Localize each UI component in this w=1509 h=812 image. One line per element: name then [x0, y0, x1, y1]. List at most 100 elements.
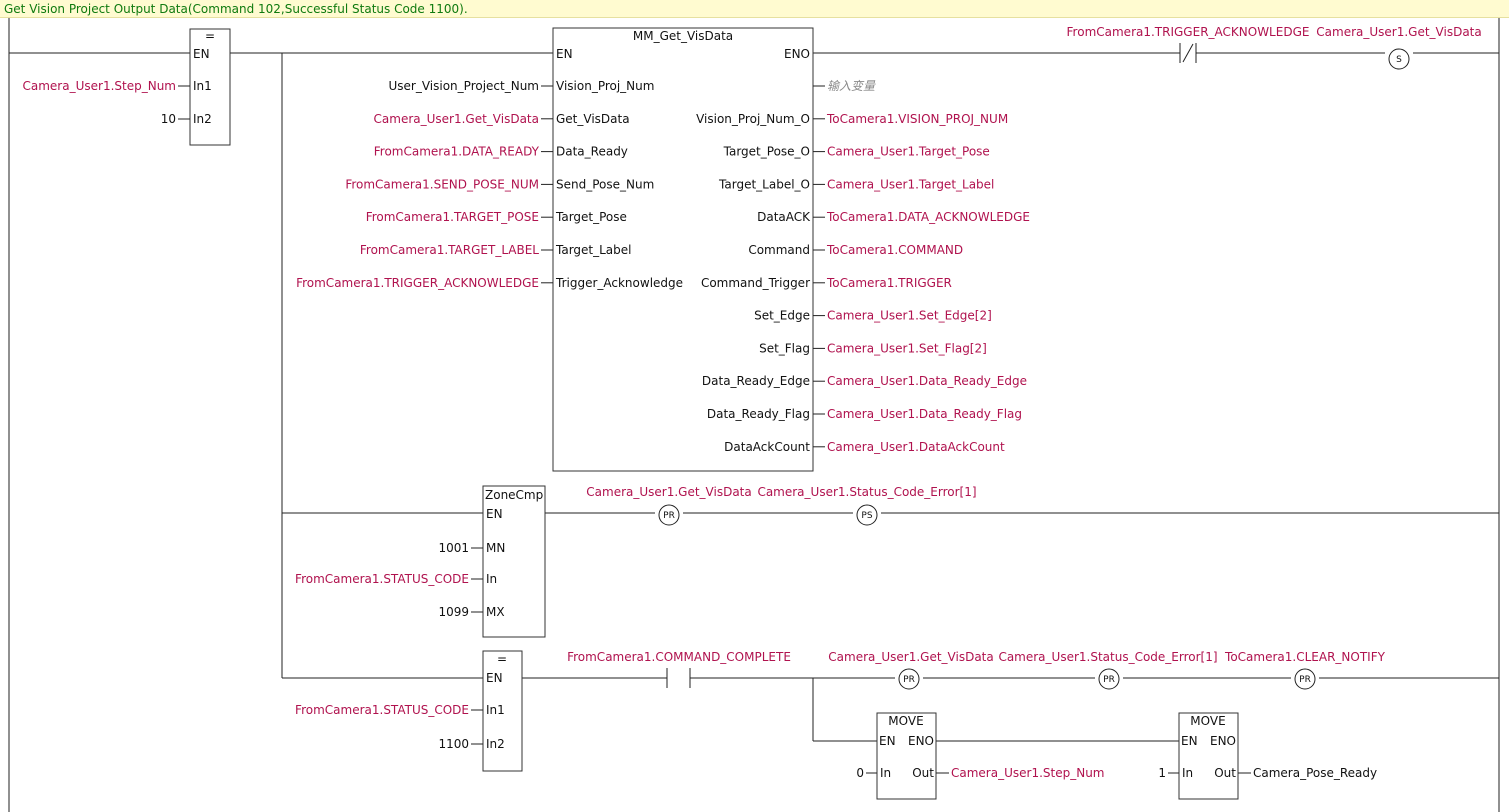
- contact-trigger-ack-label: FromCamera1.TRIGGER_ACKNOWLEDGE: [1067, 25, 1310, 39]
- set-coil-status-error[interactable]: PS: [856, 504, 878, 526]
- fb-output-pin: Target_Label_O: [718, 177, 810, 191]
- fb-output-pin: DataACK: [757, 210, 811, 224]
- fb-output-var[interactable]: ToCamera1.VISION_PROJ_NUM: [826, 112, 1008, 126]
- eq1-pin-en: EN: [193, 47, 210, 61]
- move1-pin-out: Out: [912, 766, 934, 780]
- eq2-coil-c[interactable]: PR: [1294, 668, 1316, 690]
- eq2-coil-b-circle: [1098, 668, 1120, 690]
- move2-pin-en: EN: [1181, 734, 1198, 748]
- contact-slash: [1182, 43, 1194, 63]
- fb-input-var[interactable]: Camera_User1.Get_VisData: [374, 112, 539, 126]
- fb-output-var[interactable]: Camera_User1.Target_Label: [827, 177, 994, 191]
- fb-output-pin: Data_Ready_Flag: [707, 407, 810, 421]
- move1-block[interactable]: MOVE EN ENO In Out: [876, 712, 937, 800]
- move2-pin-in: In: [1182, 766, 1193, 780]
- eq2-block[interactable]: = EN In1 In2: [482, 650, 523, 772]
- eq1-box: [189, 28, 231, 146]
- zonecmp-block[interactable]: ZoneCmp EN MN In MX: [482, 485, 546, 638]
- move2-out-var[interactable]: Camera_Pose_Ready: [1253, 766, 1377, 780]
- fb-input-pin: Get_VisData: [556, 112, 630, 126]
- eq2-coil-b[interactable]: PR: [1098, 668, 1120, 690]
- fb-output-pin: Target_Pose_O: [723, 145, 810, 159]
- fb-pin-eno: ENO: [784, 47, 810, 61]
- fb-output-pin: Vision_Proj_Num_O: [696, 112, 810, 126]
- zonecmp-mn-var[interactable]: 1001: [438, 541, 469, 555]
- no-contact-label: FromCamera1.COMMAND_COMPLETE: [567, 650, 791, 664]
- eq2-pin-in1: In1: [486, 703, 505, 717]
- fb-input-var[interactable]: FromCamera1.TRIGGER_ACKNOWLEDGE: [296, 276, 539, 290]
- eq2-pin-en: EN: [486, 671, 503, 685]
- move1-title: MOVE: [888, 714, 923, 728]
- move2-block[interactable]: MOVE EN ENO In Out: [1178, 712, 1239, 800]
- zonecmp-mx-var[interactable]: 1099: [438, 605, 469, 619]
- fb-output-var[interactable]: 输入变量: [827, 79, 876, 93]
- fb-output-var[interactable]: Camera_User1.Target_Pose: [827, 145, 990, 159]
- fb-input-var[interactable]: FromCamera1.TARGET_POSE: [366, 210, 539, 224]
- fb-output-var[interactable]: Camera_User1.Set_Edge[2]: [827, 309, 992, 323]
- eq1-pin-in2: In2: [193, 112, 212, 126]
- rung-comment: Get Vision Project Output Data(Command 1…: [0, 0, 1509, 18]
- move1-out-var[interactable]: Camera_User1.Step_Num: [951, 766, 1105, 780]
- move2-in-var[interactable]: 1: [1158, 766, 1166, 780]
- fb-inputs: Vision_Proj_NumUser_Vision_Project_NumGe…: [296, 79, 683, 290]
- zonecmp-title: ZoneCmp: [485, 488, 543, 502]
- eq2-in2-var[interactable]: 1100: [438, 737, 469, 751]
- eq2-title: =: [497, 652, 507, 666]
- zonecmp-box: [482, 485, 546, 638]
- fb-output-pin: Data_Ready_Edge: [702, 374, 810, 388]
- move1-pin-in: In: [880, 766, 891, 780]
- zonecmp-in-var[interactable]: FromCamera1.STATUS_CODE: [295, 572, 469, 586]
- move2-title: MOVE: [1190, 714, 1225, 728]
- fb-input-var[interactable]: FromCamera1.DATA_READY: [374, 145, 540, 159]
- move2-box: [1178, 712, 1239, 800]
- eq2-coil-a[interactable]: PR: [898, 668, 920, 690]
- zonecmp-pin-mx: MX: [486, 605, 505, 619]
- eq2-coil-b-type: PR: [1103, 675, 1115, 685]
- fb-input-var[interactable]: User_Vision_Project_Num: [389, 79, 540, 93]
- eq2-box: [482, 650, 523, 772]
- zone-coil2-circle: [856, 504, 878, 526]
- fb-output-pin: Set_Flag: [759, 341, 810, 355]
- set-coil-get-visdata[interactable]: S: [1388, 48, 1410, 70]
- zone-coil1-type: PR: [663, 511, 675, 521]
- fb-input-var[interactable]: FromCamera1.SEND_POSE_NUM: [345, 177, 539, 191]
- zone-coil1-label: Camera_User1.Get_VisData: [586, 485, 751, 499]
- fb-output-var[interactable]: Camera_User1.Set_Flag[2]: [827, 341, 987, 355]
- move2-pin-out: Out: [1214, 766, 1236, 780]
- fb-output-pin: Command_Trigger: [701, 276, 810, 290]
- no-contact-command-complete[interactable]: [666, 668, 691, 688]
- fb-input-pin: Target_Pose: [555, 210, 627, 224]
- fb-title: MM_Get_VisData: [633, 29, 733, 43]
- fb-input-var[interactable]: FromCamera1.TARGET_LABEL: [360, 243, 539, 257]
- eq2-coil-c-label: ToCamera1.CLEAR_NOTIFY: [1224, 650, 1386, 664]
- zone-coil2-label: Camera_User1.Status_Code_Error[1]: [757, 485, 976, 499]
- fb-input-pin: Trigger_Acknowledge: [555, 276, 683, 290]
- fb-output-pin: Command: [748, 243, 810, 257]
- eq1-in2-var[interactable]: 10: [161, 112, 176, 126]
- fb-output-var[interactable]: Camera_User1.DataAckCount: [827, 440, 1005, 454]
- zone-coil2-type: PS: [861, 511, 872, 521]
- move1-in-var[interactable]: 0: [856, 766, 864, 780]
- fb-mm-get-visdata[interactable]: MM_Get_VisData EN ENO: [552, 27, 814, 472]
- fb-output-var[interactable]: ToCamera1.DATA_ACKNOWLEDGE: [826, 210, 1030, 224]
- nc-contact-trigger-ack[interactable]: [1179, 43, 1197, 63]
- fb-pin-en: EN: [556, 47, 573, 61]
- fb-output-var[interactable]: ToCamera1.COMMAND: [826, 243, 963, 257]
- eq2-in1-var[interactable]: FromCamera1.STATUS_CODE: [295, 703, 469, 717]
- fb-output-var[interactable]: Camera_User1.Data_Ready_Edge: [827, 374, 1027, 388]
- eq2-coil-a-type: PR: [903, 675, 915, 685]
- fb-output-var[interactable]: Camera_User1.Data_Ready_Flag: [827, 407, 1022, 421]
- set-coil-circle: [1388, 48, 1410, 70]
- move1-pin-en: EN: [879, 734, 896, 748]
- reset-coil-get-visdata-1[interactable]: PR: [658, 504, 680, 526]
- move1-pin-eno: ENO: [908, 734, 934, 748]
- eq1-block[interactable]: = EN In1 In2: [189, 28, 231, 146]
- set-coil-label: Camera_User1.Get_VisData: [1316, 25, 1481, 39]
- fb-output-var[interactable]: ToCamera1.TRIGGER: [826, 276, 952, 290]
- zone-coil1-circle: [658, 504, 680, 526]
- fb-input-pin: Target_Label: [555, 243, 632, 257]
- eq1-title: =: [205, 29, 215, 43]
- fb-box: [552, 27, 814, 472]
- eq1-in1-var[interactable]: Camera_User1.Step_Num: [23, 79, 177, 93]
